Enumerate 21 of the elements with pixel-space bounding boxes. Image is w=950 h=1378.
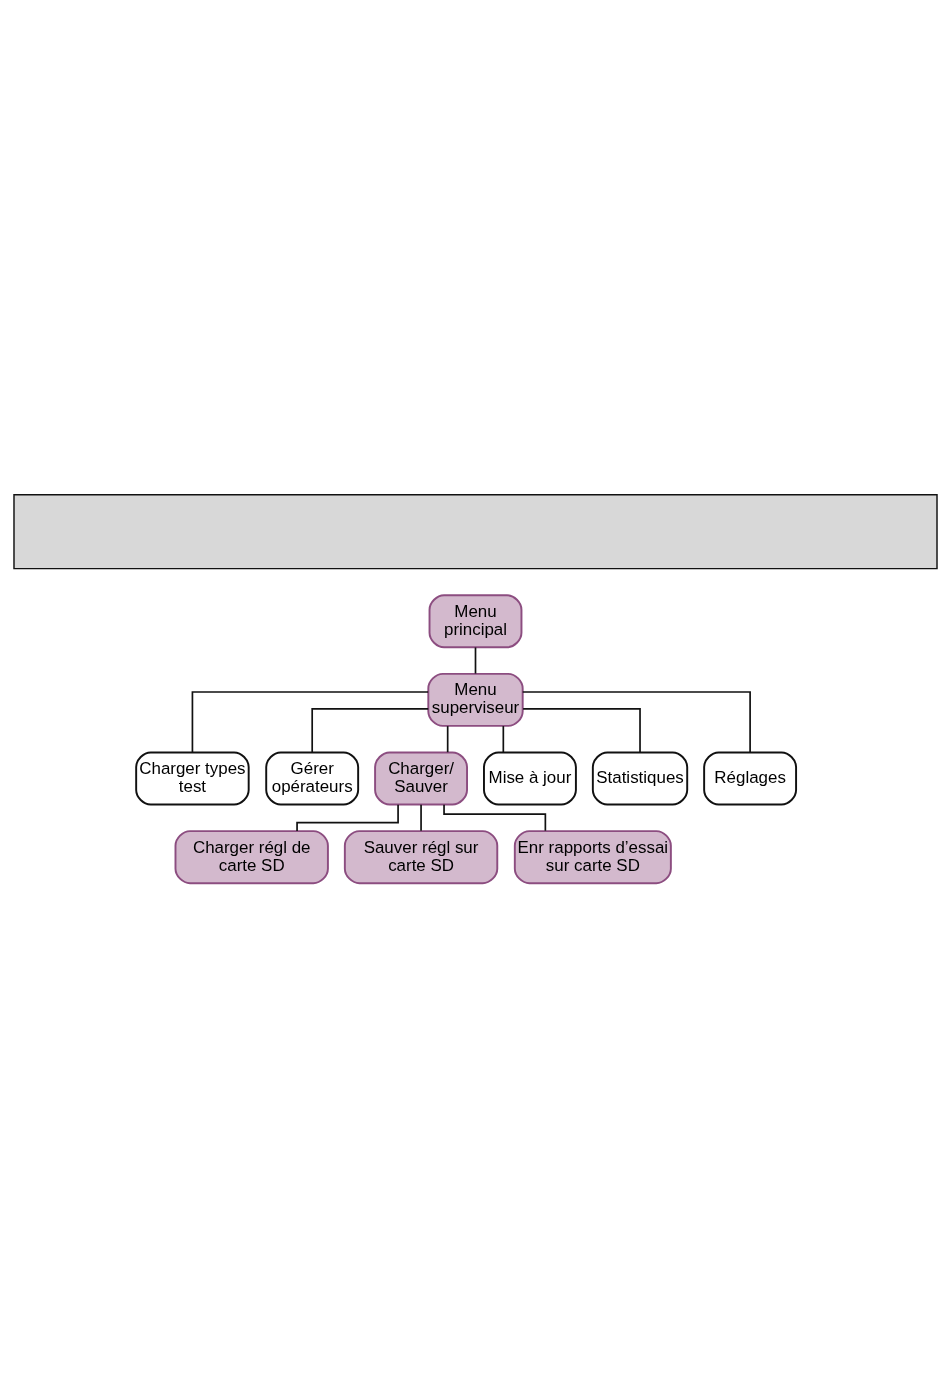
node-box: Charger/ Sauver [373, 751, 468, 806]
node-box: Réglages [702, 751, 797, 806]
connector [521, 708, 641, 754]
node-box: Mise à jour [482, 751, 577, 806]
connector [446, 725, 449, 754]
connector [310, 708, 429, 754]
node-box: Menu superviseur [426, 672, 524, 727]
node-box: Charger régl de carte SD [174, 830, 329, 885]
connector [521, 691, 751, 753]
connector [419, 803, 422, 832]
node-box: Enr rapports d’essai sur carte SD [513, 830, 672, 885]
node-box: Statistiques [591, 751, 688, 806]
connector [474, 646, 476, 675]
connector [295, 803, 399, 832]
connector [191, 691, 429, 753]
node-box: Sauver régl sur carte SD [343, 830, 498, 885]
node-box: Menu principal [428, 594, 522, 649]
connector [501, 725, 504, 754]
node-box: Charger types test [134, 751, 250, 806]
node-box [12, 494, 938, 570]
node-box: Gérer opérateurs [264, 751, 359, 806]
